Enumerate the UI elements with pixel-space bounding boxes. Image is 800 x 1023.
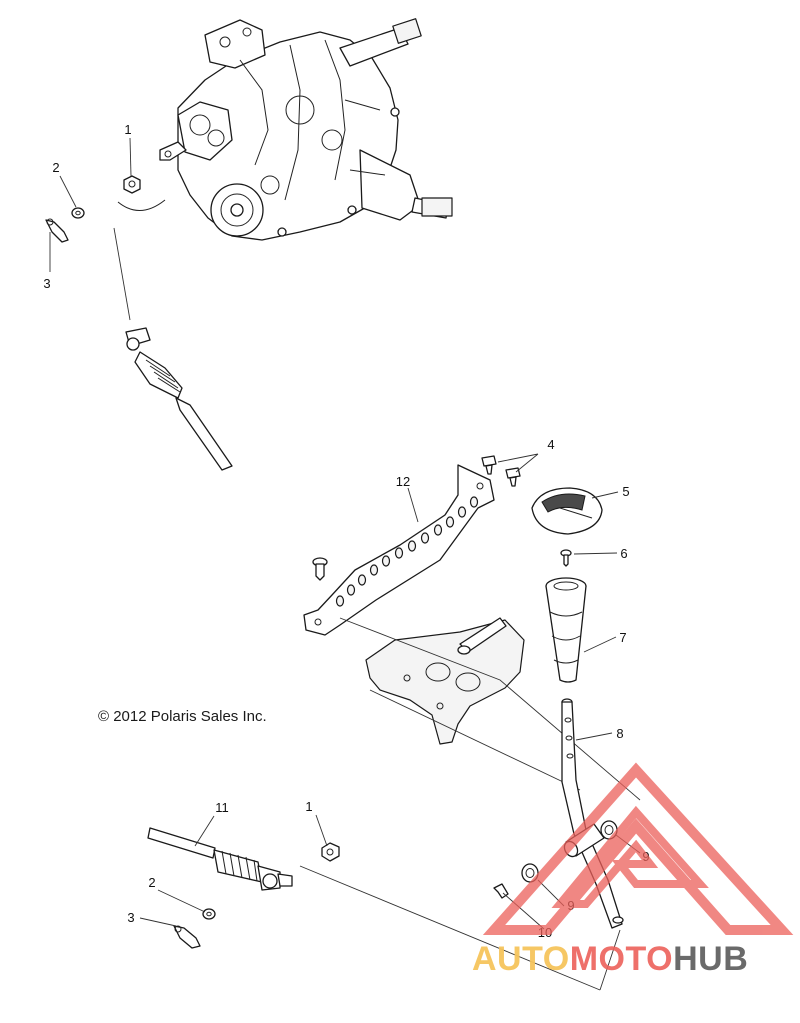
lower-clip-3 — [173, 925, 201, 949]
shifter-bracket-12 — [303, 464, 495, 636]
callout-4: 4 — [547, 437, 554, 452]
shift-pattern-insert-5 — [531, 487, 603, 535]
upper-shift-cable — [113, 227, 233, 471]
screws-4 — [481, 455, 521, 487]
callout-8: 8 — [616, 726, 623, 741]
guide-line-4 — [599, 929, 621, 991]
callout-3-bottom: 3 — [127, 910, 134, 925]
callout-1-top: 1 — [124, 122, 131, 137]
copyright-notice: © 2012 Polaris Sales Inc. — [98, 708, 267, 725]
bracket-bolt — [312, 557, 328, 581]
guide-line-3 — [299, 865, 601, 991]
transmission-assembly — [159, 18, 453, 241]
callout-1-bottom: 1 — [305, 799, 312, 814]
callout-12: 12 — [396, 474, 410, 489]
upper-clip-3 — [45, 218, 69, 243]
callout-2-bottom: 2 — [148, 875, 155, 890]
watermark-text: AUTOMOTOHUB — [472, 940, 748, 979]
screw-6 — [560, 549, 572, 567]
clip-arc — [117, 199, 166, 211]
upper-nut-1 — [123, 175, 141, 194]
watermark-logo — [482, 762, 794, 935]
callout-2-top: 2 — [52, 160, 59, 175]
mount-plate — [365, 617, 525, 745]
callout-5: 5 — [622, 484, 629, 499]
watermark-auto: AUTO — [472, 940, 570, 978]
callout-3-top: 3 — [43, 276, 50, 291]
callout-leaders — [49, 137, 641, 930]
upper-washer-2 — [71, 207, 85, 219]
callout-11: 11 — [215, 800, 229, 815]
watermark-moto: MOTO — [569, 940, 674, 978]
guide-line-2 — [369, 689, 581, 791]
watermark-hub: HUB — [673, 940, 749, 978]
lower-washer-2 — [202, 908, 216, 920]
shift-knob-7 — [545, 577, 587, 683]
lower-shift-cable-11 — [147, 827, 293, 891]
guide-line-1 — [339, 617, 641, 801]
callout-7: 7 — [619, 630, 626, 645]
callout-6: 6 — [620, 546, 627, 561]
lower-nut-1 — [321, 842, 340, 862]
